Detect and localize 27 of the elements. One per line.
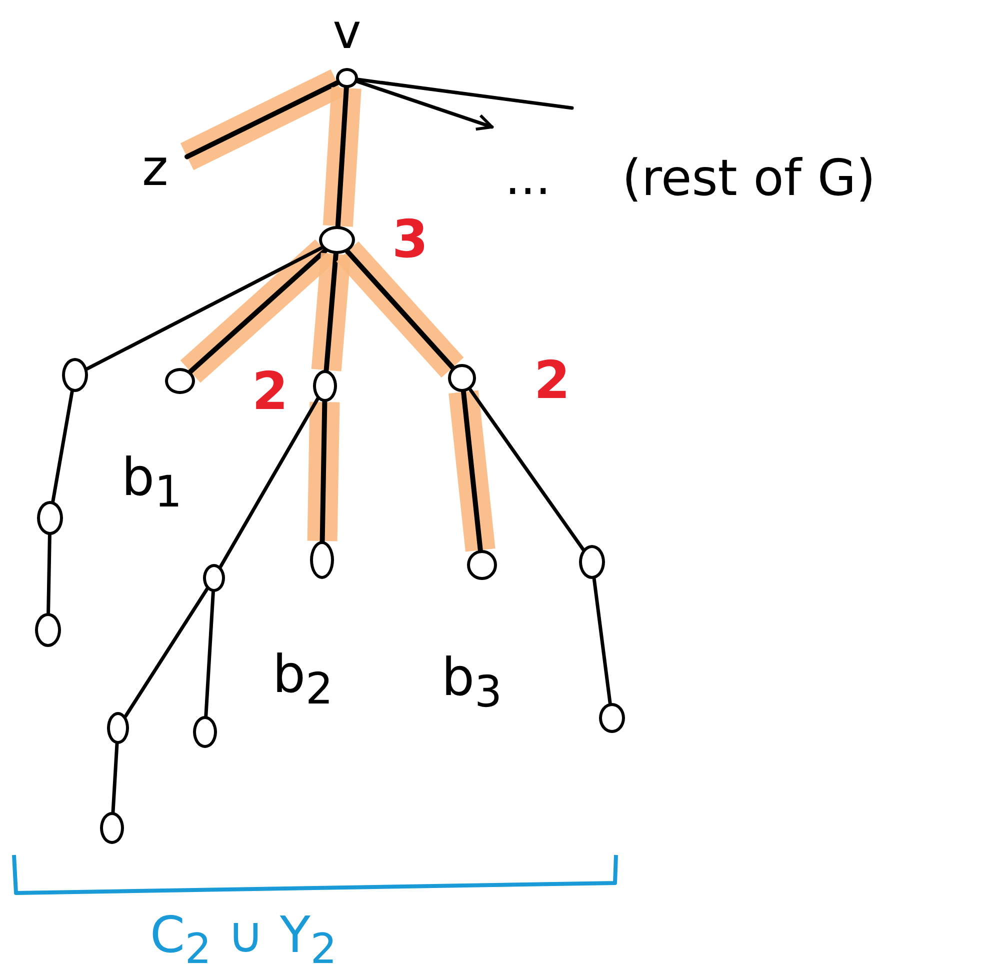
- weight-number: 2: [534, 355, 570, 407]
- ellipsis: ...: [505, 154, 551, 202]
- annotation-text: (rest of G): [622, 153, 876, 203]
- tree-edge: [204, 590, 215, 718]
- highlighted-edge: [322, 86, 362, 228]
- highlighted-edge: [448, 389, 496, 553]
- node-annotation: b$_{1}$: [122, 452, 182, 515]
- tree-edge: [124, 587, 209, 718]
- tree-edge: [51, 390, 74, 504]
- highlighted-edge: [307, 400, 340, 544]
- node-annotation: b$_{3}$: [442, 652, 502, 715]
- tree-edge: [85, 246, 324, 371]
- weight-number: 3: [392, 214, 428, 266]
- weight-number: 2: [252, 366, 288, 418]
- tree-edge: [218, 396, 320, 568]
- tree-edge: [46, 533, 52, 615]
- node-label: z: [142, 146, 168, 190]
- highlighted-edge: [311, 252, 351, 373]
- node-label: v: [332, 8, 362, 56]
- tree-edge: [111, 742, 119, 814]
- node-annotation: b$_{2}$: [272, 649, 334, 712]
- tree-edge: [356, 80, 494, 131]
- highlighted-edge: [336, 241, 464, 378]
- tree-edge: [592, 577, 612, 705]
- tree-edge: [356, 78, 574, 110]
- bracket-label: C$_{2}$ ∪ Y$_{2}$: [150, 910, 337, 969]
- tree-edge: [468, 388, 585, 552]
